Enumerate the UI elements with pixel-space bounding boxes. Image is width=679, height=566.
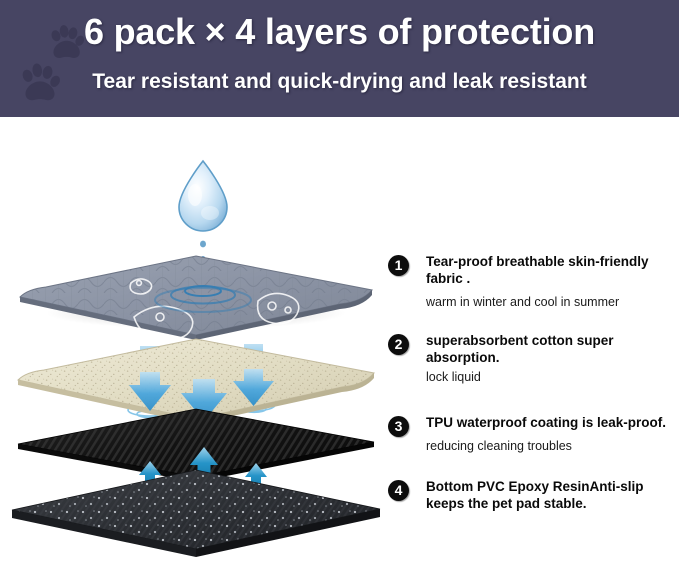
feature-body-2: superabsorbent cotton super absorption. … — [426, 332, 676, 385]
feature-title-4: Bottom PVC Epoxy ResinAnti-slip keeps th… — [426, 479, 644, 511]
page-subtitle: Tear resistant and quick-drying and leak… — [92, 70, 587, 93]
feature-subtitle-2: lock liquid — [426, 370, 481, 384]
feature-title-3: TPU waterproof coating is leak-proof. — [426, 415, 667, 430]
feature-badge-1: 1 — [388, 255, 409, 276]
exploded-layer-diagram — [0, 117, 395, 566]
layer-quilted-fabric — [18, 255, 373, 341]
layer-tpu-coating — [17, 408, 375, 482]
feature-badge-3: 3 — [388, 416, 409, 437]
feature-title-1: Tear-proof breathable skin-friendly fabr… — [426, 254, 649, 286]
leakproof-arrows-up — [139, 447, 267, 495]
feature-body-1: Tear-proof breathable skin-friendly fabr… — [426, 253, 676, 310]
feature-subtitle-1: warm in winter and cool in summer — [426, 295, 620, 309]
header-banner: 6 pack × 4 layers of protection Tear res… — [0, 0, 679, 117]
feature-title-2: superabsorbent cotton super absorption. — [426, 333, 614, 365]
feature-badge-2: 2 — [388, 334, 409, 355]
water-drop-icon — [178, 159, 228, 232]
feature-body-4: Bottom PVC Epoxy ResinAnti-slip keeps th… — [426, 478, 676, 512]
layer-pvc-antislip — [11, 469, 381, 557]
feature-subtitle-3: reducing cleaning troubles — [426, 439, 572, 453]
page-title: 6 pack × 4 layers of protection — [83, 11, 595, 52]
feature-body-3: TPU waterproof coating is leak-proof. re… — [426, 414, 676, 454]
feature-badge-4: 4 — [388, 480, 409, 501]
